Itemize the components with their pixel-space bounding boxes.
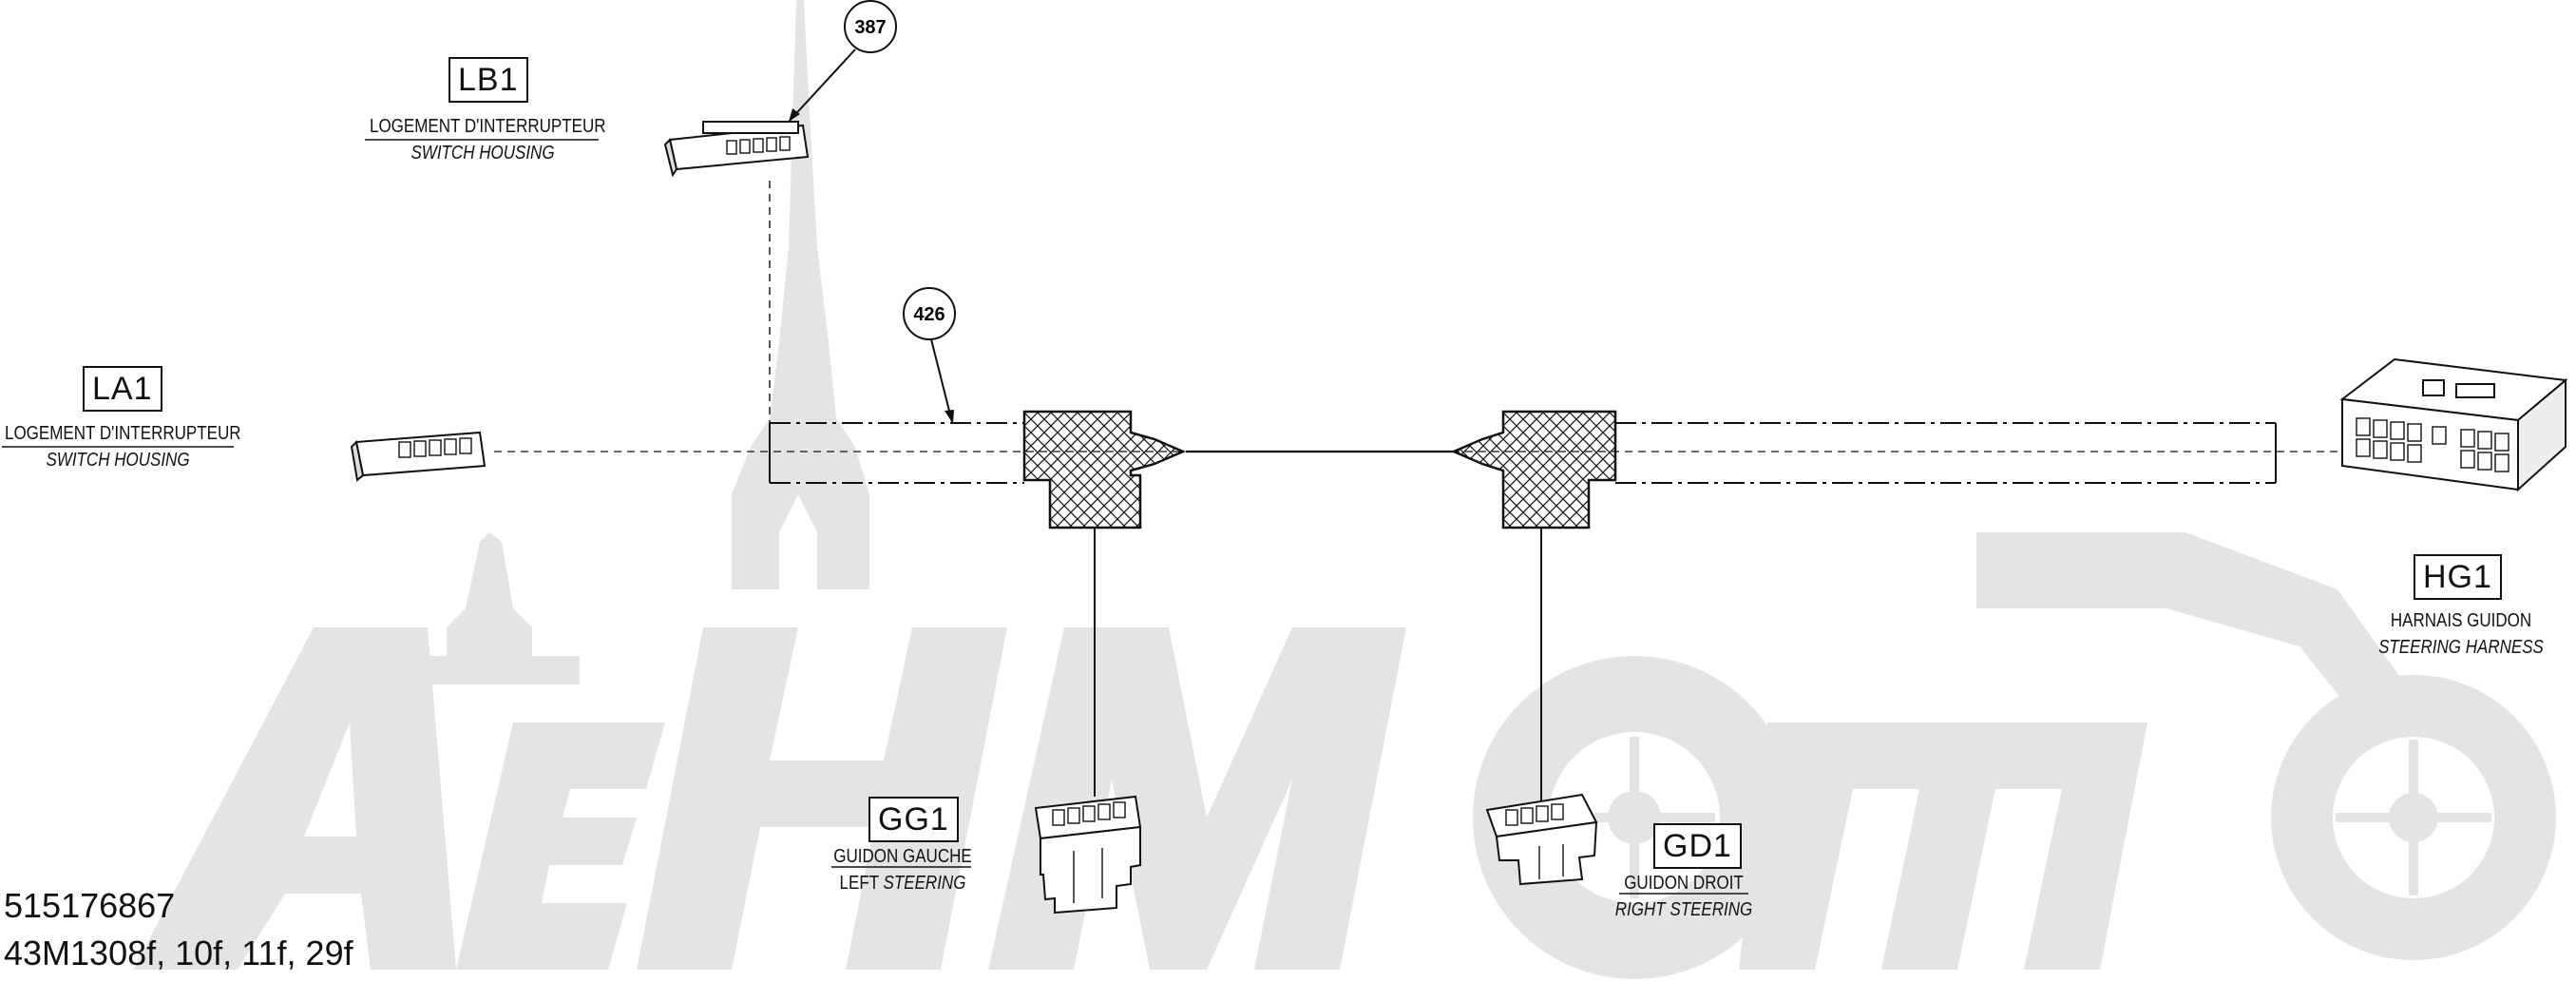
connector-la1 [350, 431, 487, 482]
connector-code-hg1: HG1 [2414, 554, 2502, 600]
connector-gg1 [1034, 795, 1142, 915]
junction-left [1022, 410, 1187, 530]
part-number: 515176867 [4, 886, 176, 925]
connector-fr-gd1: GUIDON DROIT [1624, 873, 1744, 894]
connector-fr-gg1: GUIDON GAUCHE [833, 846, 972, 867]
connector-gd1 [1485, 793, 1598, 886]
connector-hg1 [2339, 357, 2568, 492]
connector-en-prefix-gg1: LEFT [839, 873, 879, 894]
connector-code-lb1: LB1 [448, 57, 528, 103]
connector-code-la1: LA1 [83, 366, 162, 412]
connector-en-prefix-gd1: RIGHT [1614, 899, 1666, 920]
part-models: 43M1308f, 10f, 11f, 29f [4, 934, 353, 972]
callout-387-label: 387 [854, 17, 886, 38]
connector-code-gg1: GG1 [868, 797, 959, 842]
connector-en-gd1: RIGHT STEERING [1587, 899, 1781, 921]
connector-fr-la1: LOGEMENT D'INTERRUPTEUR [5, 423, 241, 444]
label-underlines [2, 139, 1748, 895]
connector-code-gd1: GD1 [1653, 823, 1742, 869]
harness-lines [494, 181, 2337, 813]
connector-en-gg1: LEFT STEERING [806, 873, 1000, 895]
connector-en-la1: SWITCH HOUSING [46, 450, 190, 471]
connector-en-word-gd1: STEERING [1670, 899, 1753, 920]
connector-en-word-gg1: STEERING [883, 873, 966, 894]
connector-fr-lb1: LOGEMENT D'INTERRUPTEUR [370, 116, 606, 137]
connector-lb1 [663, 121, 810, 178]
junction-right [1450, 410, 1617, 530]
callout-426-label: 426 [913, 304, 945, 325]
callout-387: 387 [788, 0, 897, 123]
connector-en-lb1: SWITCH HOUSING [410, 143, 555, 164]
connector-fr-hg1: HARNAIS GUIDON [2390, 610, 2532, 631]
callout-426: 426 [903, 287, 956, 424]
connector-en-hg1: STEERING HARNESS [2378, 637, 2544, 658]
